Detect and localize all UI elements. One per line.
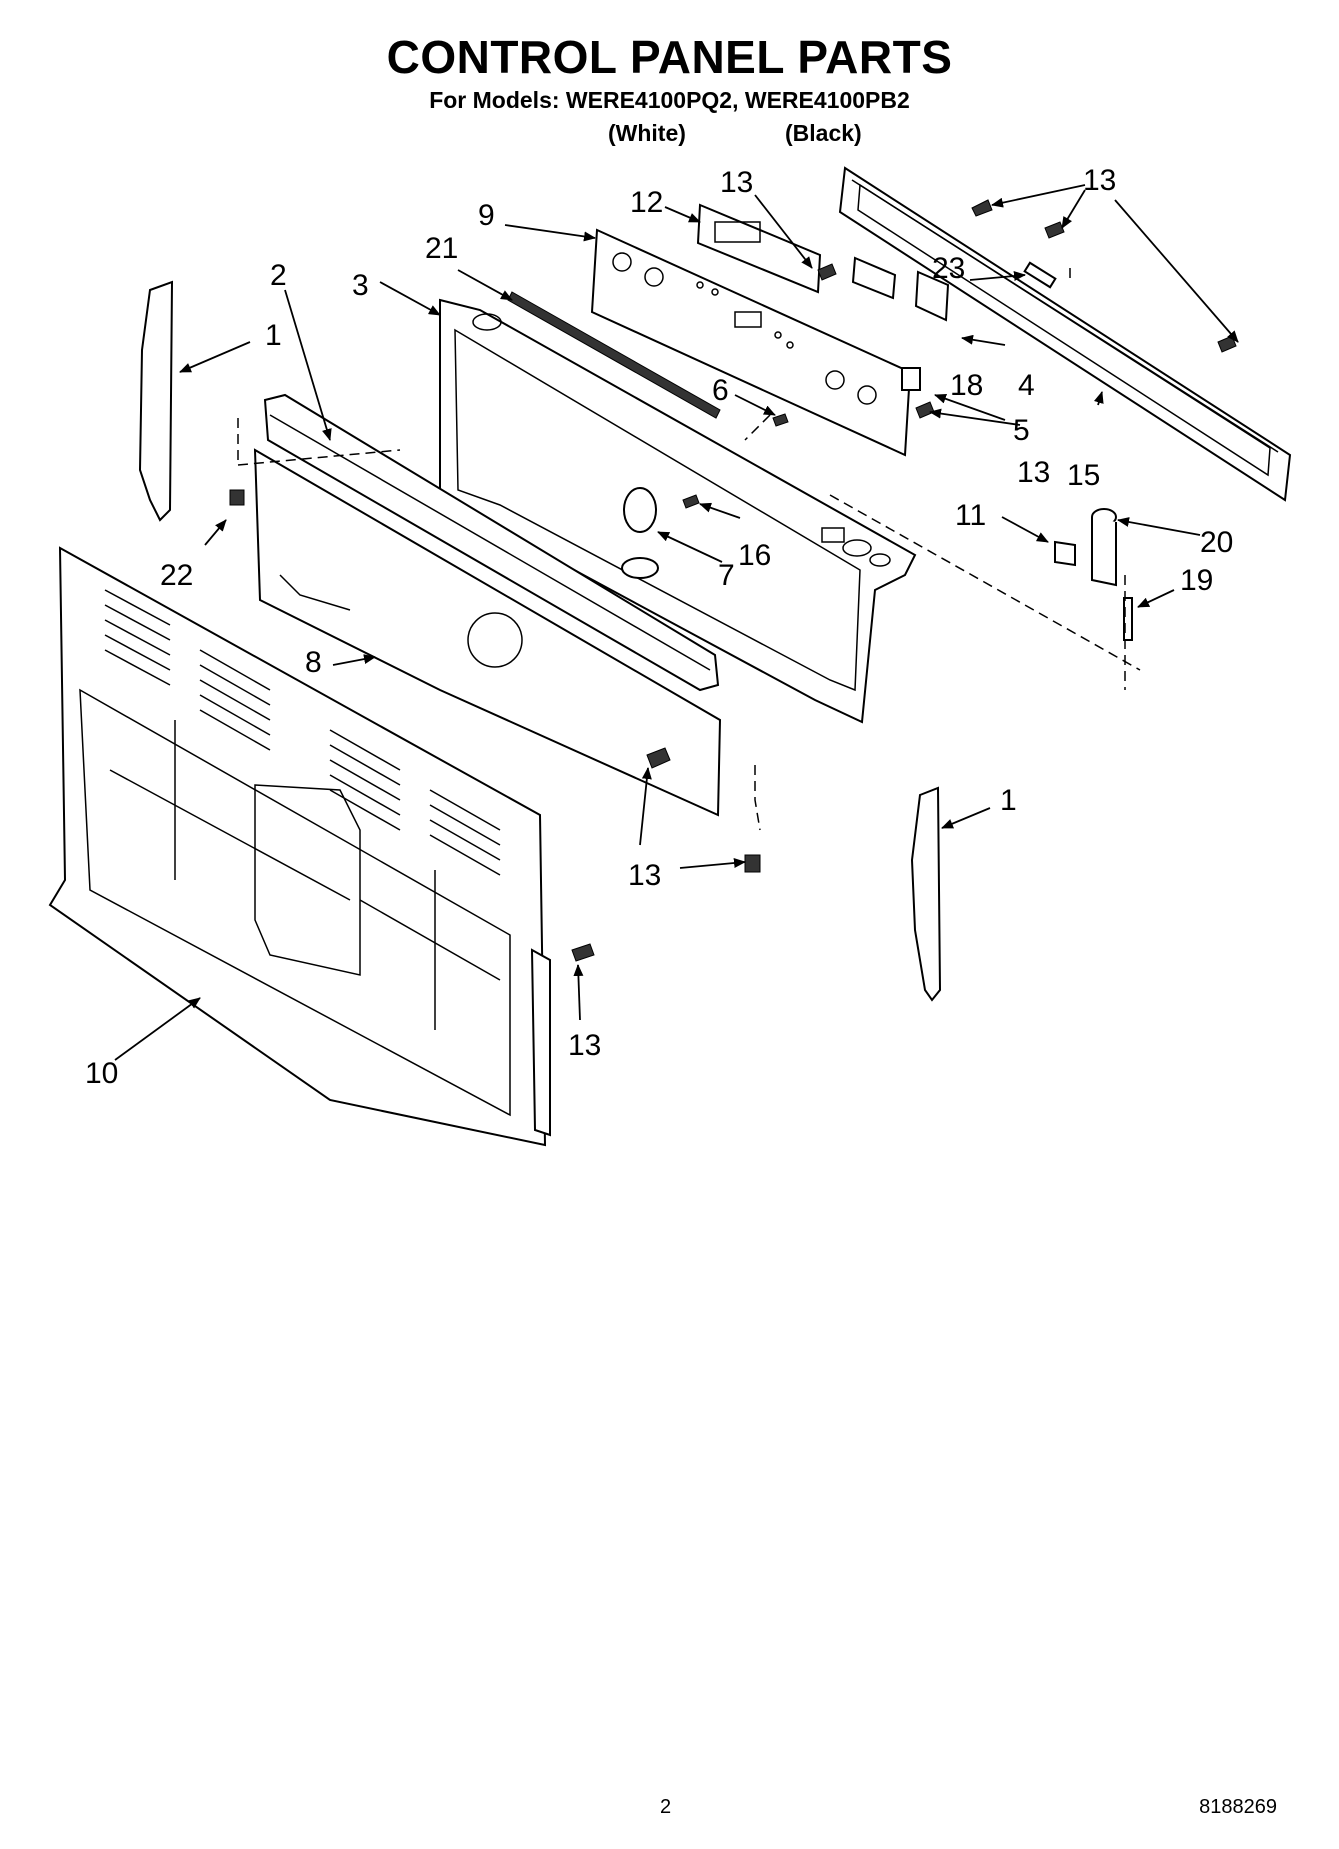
leader-lines [114, 184, 1239, 1061]
console-front-panel [590, 228, 912, 457]
callout-13-bottom: 13 [568, 1029, 601, 1062]
callout-3: 3 [352, 269, 369, 302]
callout-4: 4 [1018, 369, 1035, 402]
end-cap-left [138, 280, 174, 522]
callout-9: 9 [478, 199, 495, 232]
page-number: 2 [660, 1796, 672, 1818]
callout-18: 18 [950, 369, 983, 402]
callout-19: 19 [1180, 564, 1213, 597]
callout-8: 8 [305, 646, 322, 679]
end-cap-right [910, 786, 942, 1002]
page-title: CONTROL PANEL PARTS [386, 31, 953, 83]
electronic-control-board [696, 203, 822, 294]
callout-6: 6 [712, 374, 729, 407]
callout-13-mid: 13 [1017, 456, 1050, 489]
callout-13-top: 13 [720, 166, 753, 199]
model-subtitle: For Models: WERE4100PQ2, WERE4100PB2 [429, 87, 910, 113]
mounting-bracket [263, 393, 720, 692]
callout-15: 15 [1067, 459, 1100, 492]
callout-10: 10 [85, 1057, 118, 1090]
callout-5: 5 [1013, 414, 1030, 447]
callout-7: 7 [718, 559, 735, 592]
back-panel [48, 546, 551, 1147]
callout-11: 11 [955, 499, 986, 532]
callout-1-right: 1 [1000, 784, 1017, 817]
callout-13-topright: 13 [1083, 164, 1116, 197]
control-knob [621, 487, 659, 579]
document-number: 8188269 [1199, 1796, 1277, 1818]
assembly-guide-lines [237, 268, 1141, 831]
callout-23: 23 [932, 252, 965, 285]
callout-12: 12 [630, 186, 663, 219]
callout-1-left: 1 [265, 319, 282, 352]
callout-21: 21 [425, 232, 458, 265]
screws [229, 199, 1237, 962]
switch-assembly [1054, 508, 1133, 641]
variant-black-label: (Black) [785, 120, 862, 146]
callout-13-lower: 13 [628, 859, 661, 892]
callout-labels: 1 1 2 3 4 5 6 7 8 9 10 11 12 13 13 13 13… [85, 164, 1233, 1090]
callout-22: 22 [160, 559, 193, 592]
variant-white-label: (White) [608, 120, 686, 146]
rear-heat-shield [253, 448, 722, 817]
callout-16: 16 [738, 539, 771, 572]
small-components [851, 256, 1057, 391]
backguard-rear-panel [838, 166, 1292, 502]
callout-20: 20 [1200, 526, 1233, 559]
callout-2: 2 [270, 259, 287, 292]
